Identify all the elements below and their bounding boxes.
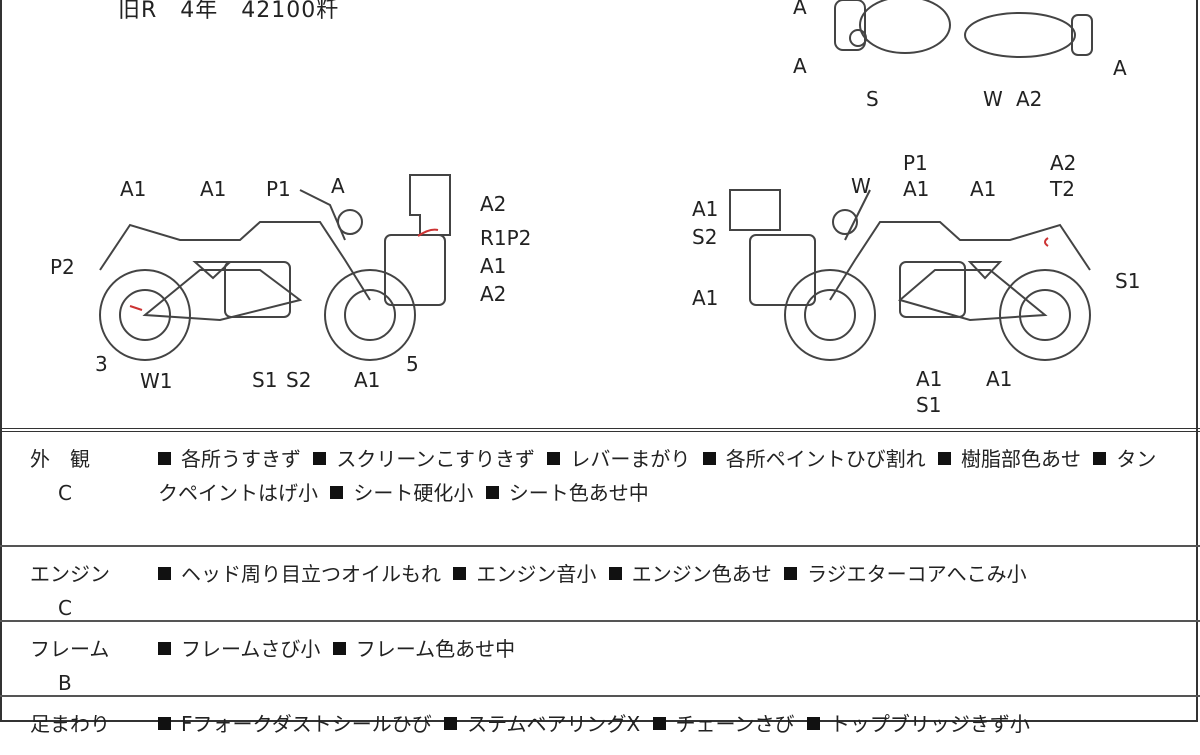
issue: エンジン色あせ xyxy=(631,562,772,586)
damage-label: S1 xyxy=(252,368,278,392)
issue: 樹脂部色あせ xyxy=(961,447,1082,471)
damage-label: R1P2 xyxy=(480,226,532,250)
category-label: 外 観 xyxy=(30,447,90,471)
issue: フレームさび小 xyxy=(181,637,321,661)
issue: シート硬化小 xyxy=(353,481,474,505)
issue: シート色あせ中 xyxy=(508,481,649,505)
category-label: 足まわり xyxy=(30,712,110,736)
damage-label: S2 xyxy=(286,368,312,392)
issue: チェーンさび xyxy=(675,712,795,736)
grade: B xyxy=(58,671,72,695)
damage-label: T2 xyxy=(1050,177,1075,201)
damage-label: A1 xyxy=(986,367,1013,391)
damage-label: A1 xyxy=(692,286,719,310)
damage-label: W xyxy=(983,87,1003,111)
issue: ステムベアリングX xyxy=(467,712,641,736)
motorcycle-diagram xyxy=(99,0,1093,361)
category-label: エンジン xyxy=(30,562,110,586)
top-view-drawing xyxy=(834,0,1093,58)
damage-label: 5 xyxy=(406,352,419,376)
damage-label: A1 xyxy=(916,367,943,391)
damage-label: S2 xyxy=(692,225,718,249)
issue-list: Fフォークダストシールひび ステムベアリングX チェーンさび トップブリッジきず… xyxy=(158,707,1168,741)
damage-label: A1 xyxy=(903,177,930,201)
right-side-drawing xyxy=(729,189,1091,361)
damage-label: A1 xyxy=(480,254,507,278)
damage-label: A2 xyxy=(480,192,507,216)
issue: トップブリッジきず小 xyxy=(829,712,1030,736)
damage-label: A xyxy=(793,0,807,19)
damage-label: A2 xyxy=(1016,87,1043,111)
issue: ヘッド周り目立つオイルもれ xyxy=(181,562,441,586)
issue: レバーまがり xyxy=(570,447,691,471)
issue-list: ヘッド周り目立つオイルもれ エンジン音小 エンジン色あせ ラジエターコアへこみ小 xyxy=(158,557,1168,591)
damage-label: A2 xyxy=(1050,151,1077,175)
condition-row-engine: エンジン C ヘッド周り目立つオイルもれ エンジン音小 エンジン色あせ ラジエター… xyxy=(0,545,1200,620)
left-side-drawing xyxy=(99,174,451,361)
damage-label: P1 xyxy=(903,151,928,175)
issue-list: 各所うすきず スクリーンこすりきず レバーまがり 各所ペイントひび割れ 樹脂部色… xyxy=(158,442,1168,510)
issue: タンクペイントはげ小 xyxy=(158,447,1157,505)
damage-label: W1 xyxy=(140,369,173,393)
damage-label: A1 xyxy=(354,368,381,392)
condition-row-frame: フレーム B フレームさび小 フレーム色あせ中 xyxy=(0,620,1200,695)
damage-label: A1 xyxy=(692,197,719,221)
damage-label: A xyxy=(331,174,345,198)
grade: C xyxy=(58,481,72,505)
damage-label: A1 xyxy=(200,177,227,201)
damage-label: S xyxy=(866,87,879,111)
damage-label: A xyxy=(793,54,807,78)
issue: 各所うすきず xyxy=(181,447,301,471)
issue: ラジエターコアへこみ小 xyxy=(807,562,1027,586)
damage-label: A2 xyxy=(480,282,507,306)
vehicle-summary: 旧R 4年 42100粁 xyxy=(118,0,340,23)
damage-label: A1 xyxy=(970,177,997,201)
damage-label: A xyxy=(1113,56,1127,80)
issue: スクリーンこすりきず xyxy=(336,447,535,471)
grade: C xyxy=(58,596,72,620)
issue: フレーム色あせ中 xyxy=(355,637,516,661)
damage-label: P1 xyxy=(266,177,291,201)
damage-label: S1 xyxy=(916,393,942,417)
issue: Fフォークダストシールひび xyxy=(181,712,432,736)
issue-list: フレームさび小 フレーム色あせ中 xyxy=(158,632,1168,666)
damage-label: S1 xyxy=(1115,269,1141,293)
damage-label: W xyxy=(851,174,871,198)
condition-row-suspension: 足まわり Fフォークダストシールひび ステムベアリングX チェーンさび トップブ… xyxy=(0,695,1200,755)
category-label: フレーム xyxy=(30,637,110,661)
damage-label: P2 xyxy=(50,255,75,279)
damage-label: A1 xyxy=(120,177,147,201)
issue: 各所ペイントひび割れ xyxy=(725,447,926,471)
condition-row-exterior: 外 観 C 各所うすきず スクリーンこすりきず レバーまがり 各所ペイントひび割れ… xyxy=(0,428,1200,545)
damage-label: 3 xyxy=(95,352,108,376)
issue: エンジン音小 xyxy=(476,562,597,586)
